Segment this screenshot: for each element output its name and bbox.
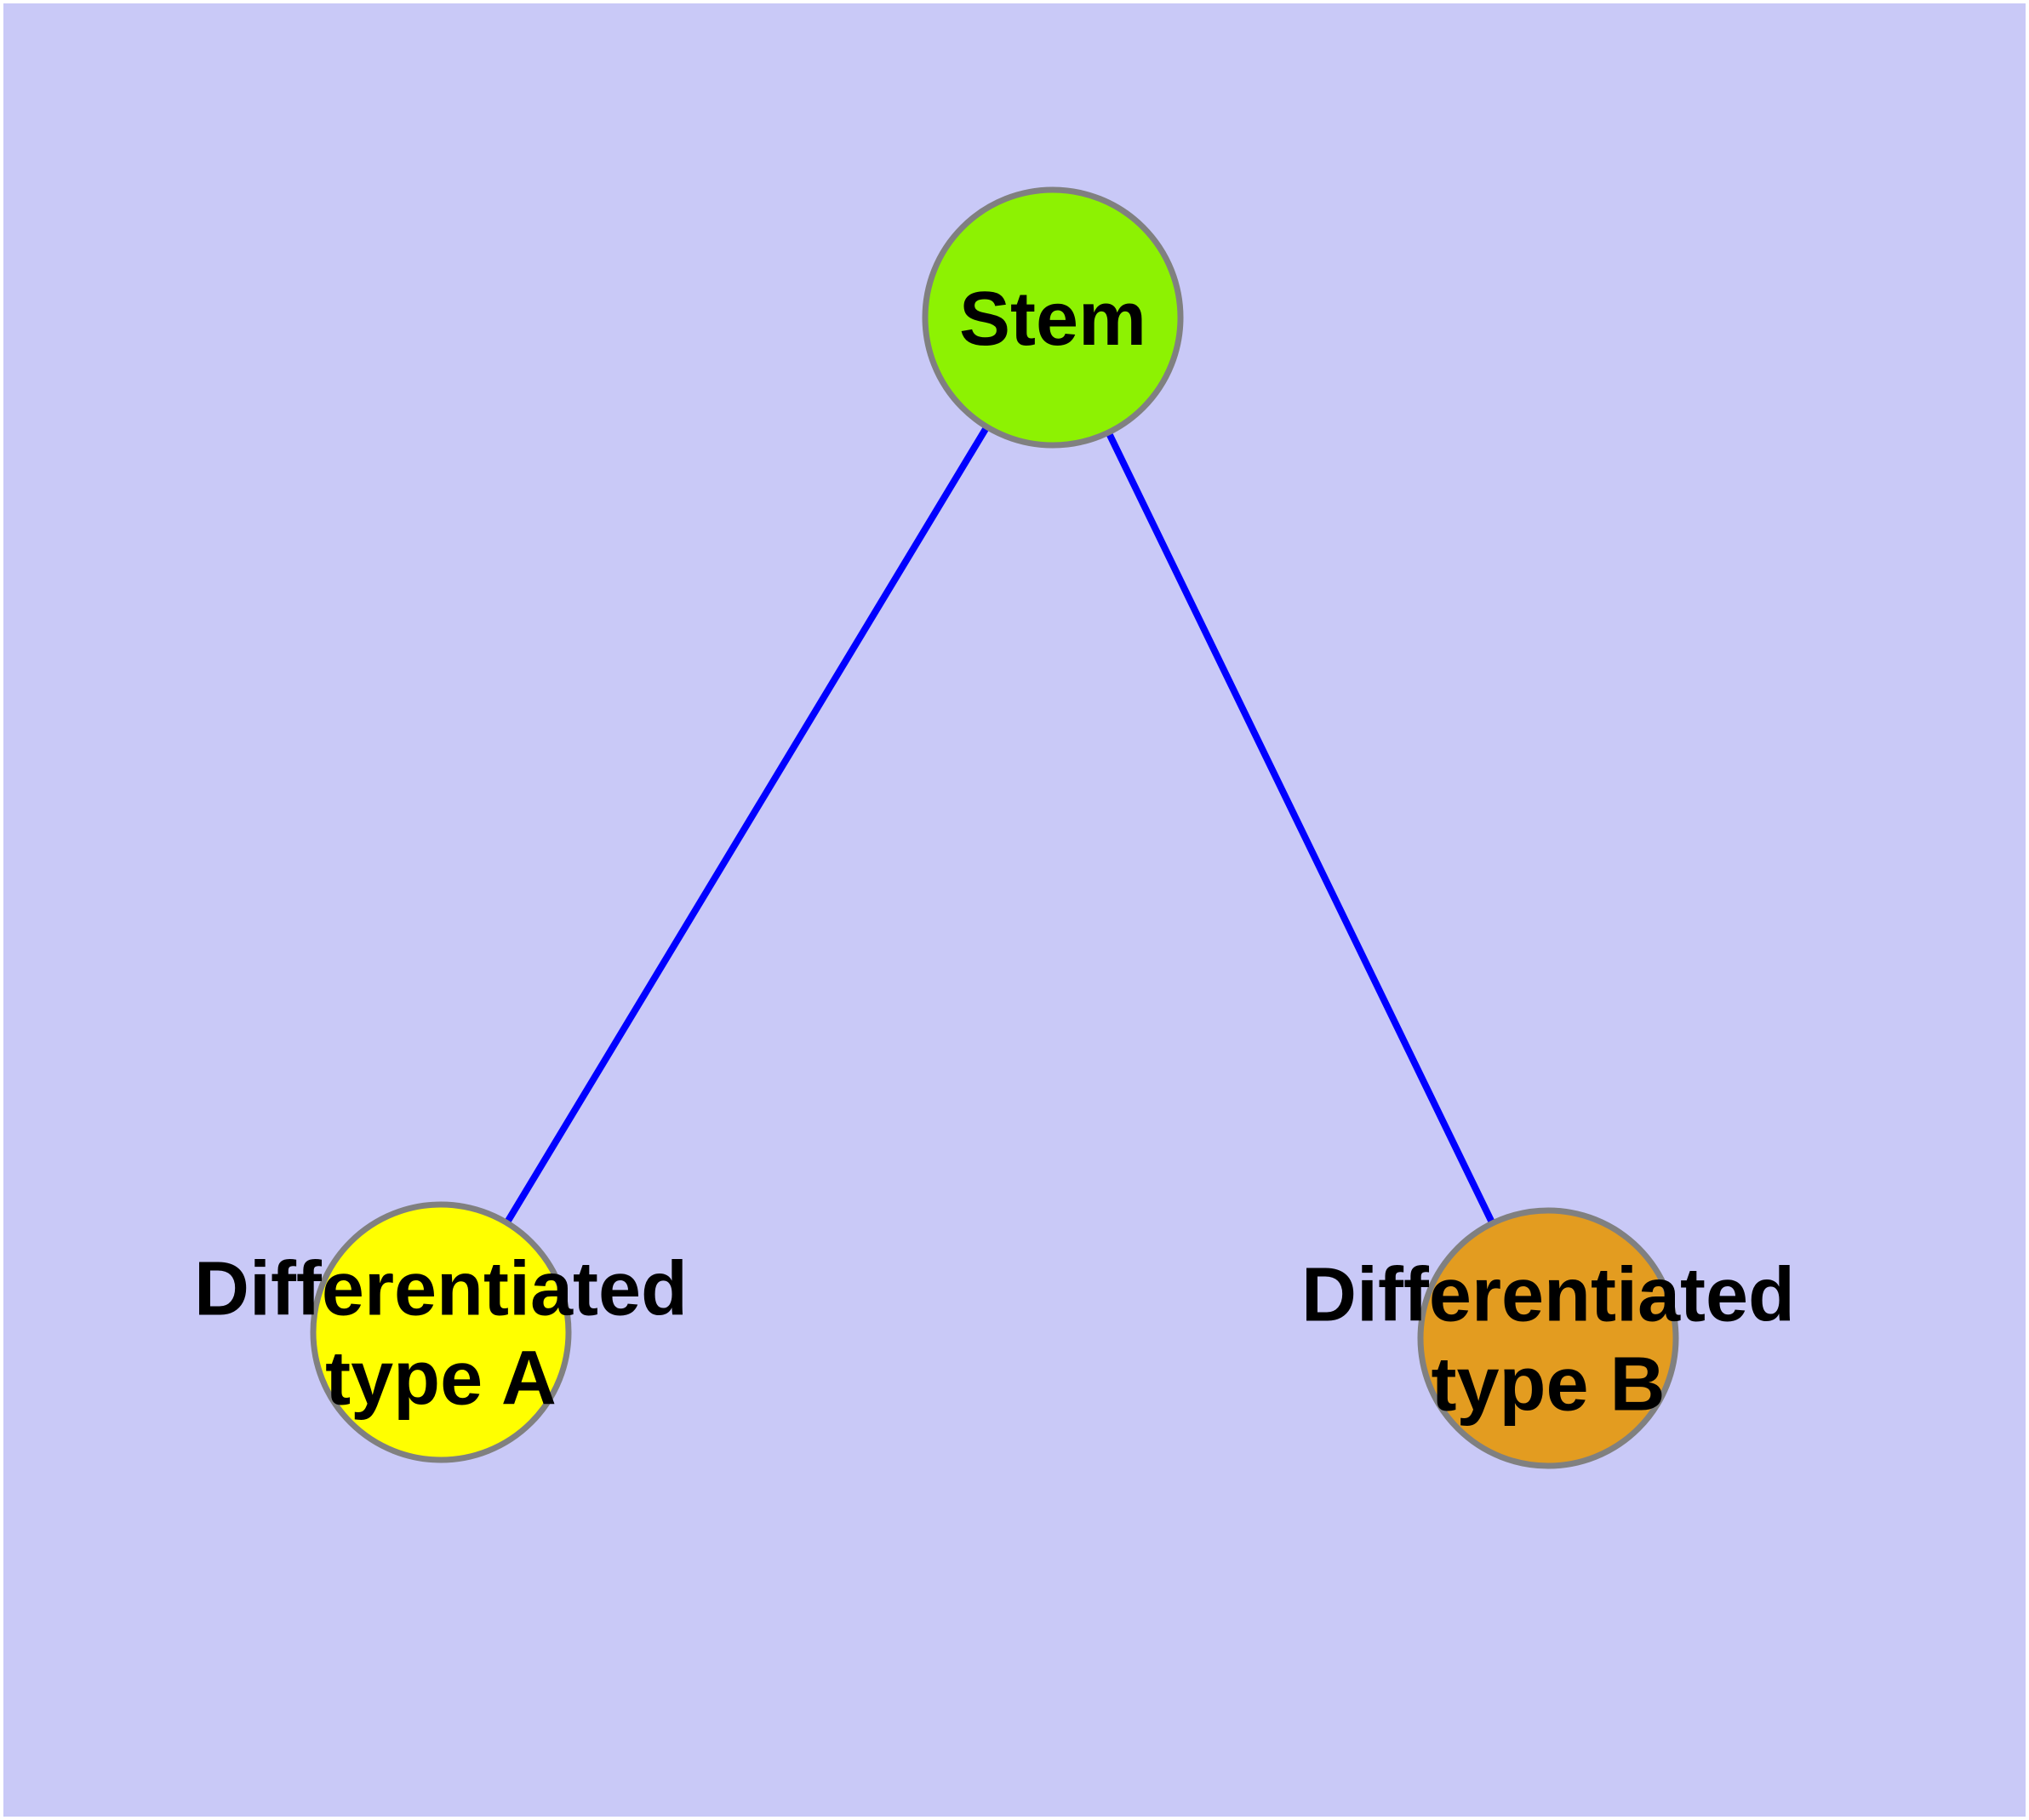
node-type-a-label-line-2: type A: [325, 1336, 557, 1422]
node-differentiated-type-b[interactable]: Differentiated type B: [1301, 1207, 1795, 1469]
node-type-a-circle[interactable]: [310, 1201, 572, 1463]
node-type-b-label-line-1: Differentiated: [1301, 1253, 1795, 1338]
node-stem[interactable]: Stem: [922, 186, 1184, 449]
edge-group: [437, 315, 1552, 1340]
node-stem-label: Stem: [959, 277, 1146, 362]
node-type-a-label-line-1: Differentiated: [194, 1247, 688, 1332]
node-type-b-circle[interactable]: [1417, 1207, 1679, 1469]
node-type-b-label-line-2: type B: [1431, 1342, 1665, 1428]
node-stem-circle[interactable]: [922, 186, 1184, 449]
edge-stem-to-type-a: [437, 315, 1056, 1335]
node-differentiated-type-a[interactable]: Differentiated type A: [194, 1201, 688, 1463]
edge-stem-to-type-b: [1049, 316, 1552, 1340]
